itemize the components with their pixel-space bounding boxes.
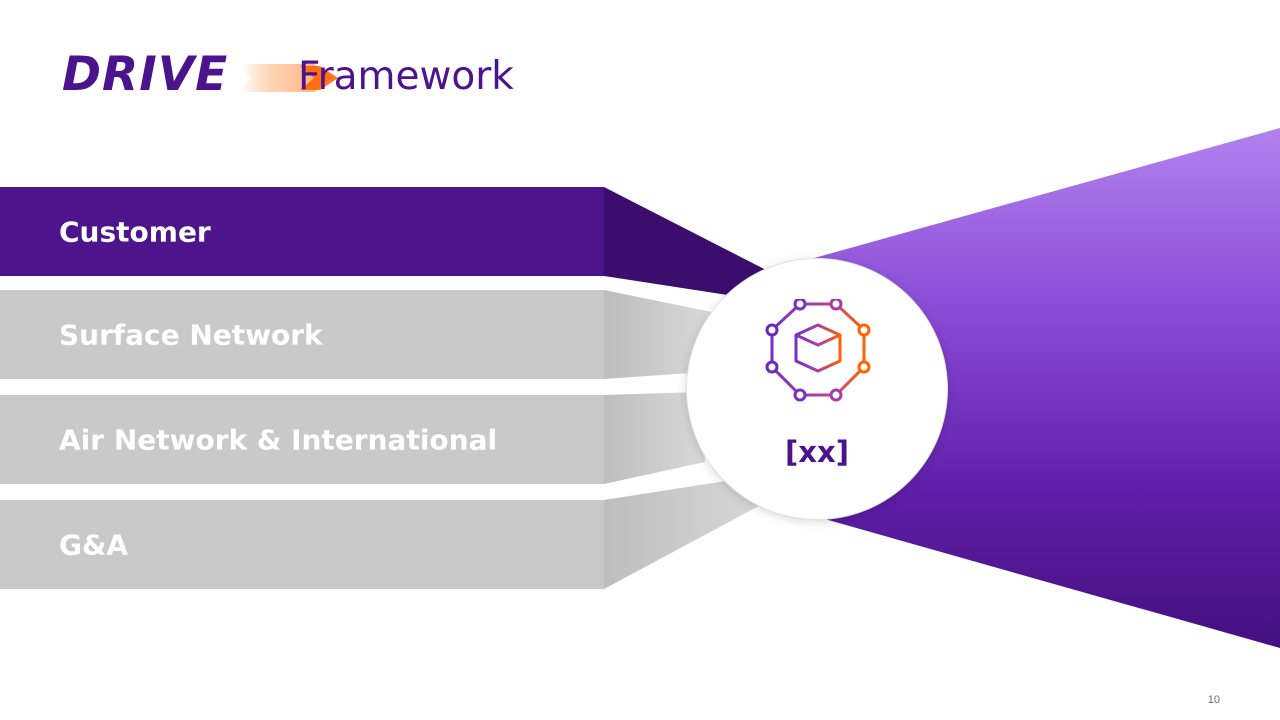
row-label-ga: G&A [59, 528, 129, 561]
customer-wedge [604, 187, 770, 300]
row-label-surface-network: Surface Network [59, 318, 323, 351]
surface-network-wedge [604, 290, 712, 379]
row-ga: G&A [0, 500, 604, 589]
row-surface-network: Surface Network [0, 290, 604, 379]
page-title: Framework [298, 54, 514, 99]
center-node: [xx] [687, 259, 947, 519]
page-number: 10 [1207, 694, 1220, 706]
air-network-wedge [604, 392, 705, 484]
row-label-customer: Customer [59, 215, 211, 248]
drive-logo: DRIVE [62, 47, 338, 104]
ga-wedge [604, 478, 770, 589]
package-network-icon [765, 299, 871, 402]
row-customer: Customer [0, 187, 604, 276]
output-cone [800, 128, 1280, 648]
row-label-air-network: Air Network & International [59, 423, 498, 456]
node-value: [xx] [785, 435, 849, 469]
double-arrow-icon [240, 64, 338, 92]
row-air-network: Air Network & International [0, 395, 604, 484]
logo-text: DRIVE [62, 47, 229, 102]
